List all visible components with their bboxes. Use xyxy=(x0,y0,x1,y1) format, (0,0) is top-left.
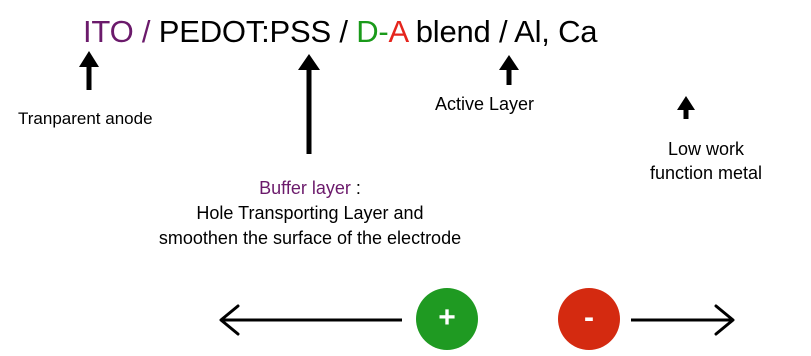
buffer-layer-title: Buffer layer xyxy=(259,178,351,198)
anode-label: Tranparent anode xyxy=(18,109,153,128)
metals-label: Al, Ca xyxy=(514,14,598,49)
arrow-up-ito xyxy=(79,51,99,90)
blend-label: blend xyxy=(407,14,491,49)
arrow-right xyxy=(631,304,735,336)
positive-charge-badge: + xyxy=(416,288,478,350)
pedot-label: PEDOT:PSS xyxy=(158,14,331,49)
separator: / xyxy=(330,14,357,49)
acceptor-label: A xyxy=(388,14,408,49)
donor-label: D xyxy=(356,14,379,49)
buffer-title-line: Buffer layer : xyxy=(60,176,560,201)
arrow-left xyxy=(219,304,402,336)
arrow-up-cathode xyxy=(677,96,695,119)
cathode-line-1: Low work xyxy=(667,139,745,159)
buffer-line-3: smoothen the surface of the electrode xyxy=(158,228,462,248)
separator: / xyxy=(133,14,159,49)
buffer-colon: : xyxy=(350,178,361,198)
dash: - xyxy=(378,14,389,49)
buffer-layer-description: Buffer layer : Hole Transporting Layer a… xyxy=(60,176,560,251)
buffer-line-2: Hole Transporting Layer and xyxy=(196,203,424,223)
cathode-label: Low work function metal xyxy=(606,137,806,185)
active-layer-label: Active Layer xyxy=(435,94,535,114)
arrow-up-pedot xyxy=(298,54,320,154)
negative-charge-badge: - xyxy=(558,288,620,350)
arrow-up-active xyxy=(499,55,519,85)
device-stack-title: ITO / PEDOT:PSS / D-A blend / Al, Ca xyxy=(83,12,598,52)
ito-label: ITO xyxy=(83,14,134,49)
separator: / xyxy=(490,14,515,49)
cathode-line-2: function metal xyxy=(649,163,763,183)
